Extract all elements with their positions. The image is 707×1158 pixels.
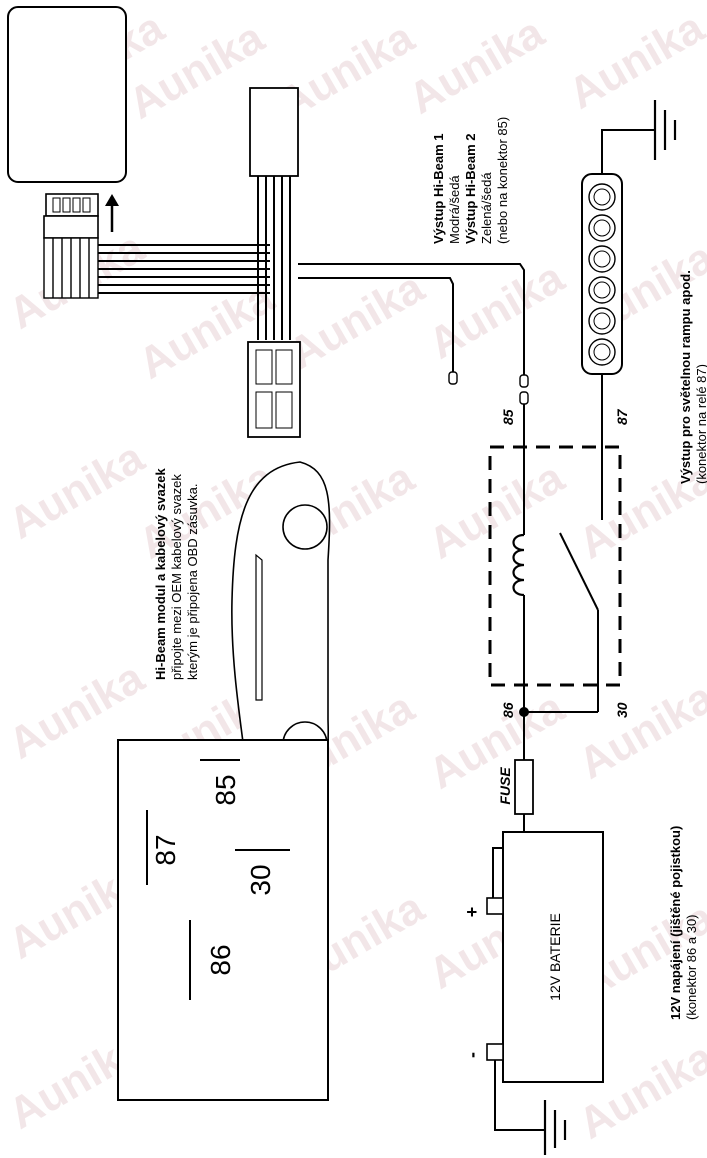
watermark: Aunika <box>561 3 707 119</box>
pinout-87: 87 <box>150 834 181 865</box>
light-output-note: (konektor na relé 87) <box>694 364 707 484</box>
watermark: Aunika <box>421 453 573 569</box>
hi-beam-output-wires <box>298 263 529 447</box>
battery: 12V BATERIE + - <box>462 831 604 1131</box>
ground-icon <box>601 100 677 174</box>
pinout-85: 85 <box>210 774 241 805</box>
relay-pin-87: 87 <box>614 408 630 425</box>
pinout-86: 86 <box>205 944 236 975</box>
power-title: 12V napájení (jištěné pojistkou) <box>668 826 683 1020</box>
hb2-title: Výstup Hi-Beam 2 <box>463 133 478 244</box>
module-desc-2: kterým je připojena OBD zásuvka. <box>185 483 200 680</box>
light-output-title: Výstup pro světelnou rampu apod. <box>678 270 693 484</box>
hi-beam-output-labels: Výstup Hi-Beam 1 Modrá/šedá Výstup Hi-Be… <box>431 117 510 244</box>
relay-coil <box>512 533 525 597</box>
relay-pin-85: 85 <box>500 409 516 425</box>
ground-icon <box>543 1100 567 1155</box>
battery-minus: - <box>462 1052 482 1058</box>
watermark: Aunika <box>1 433 153 549</box>
watermark: Aunika <box>401 8 553 124</box>
led-light-bar <box>581 173 623 375</box>
power-labels: 12V napájení (jištěné pojistkou) (konekt… <box>668 826 699 1020</box>
module-connector <box>43 193 99 299</box>
hb2-color: Zelená/šedá <box>479 172 494 244</box>
battery-label: 12V BATERIE <box>547 913 563 1001</box>
relay-schematic: 85 87 86 30 <box>488 374 630 760</box>
relay-pinout: 87 85 86 30 <box>117 739 329 1101</box>
module-title: Hi-Beam modul a kabelový svazek <box>153 468 168 680</box>
battery-plus: + <box>462 907 482 918</box>
watermark: Aunika <box>281 263 433 379</box>
hb1-color: Modrá/šedá <box>447 175 462 244</box>
pinout-30: 30 <box>245 864 276 895</box>
watermark: Aunika <box>571 673 707 789</box>
oem-connector-female <box>247 341 301 438</box>
module-description: Hi-Beam modul a kabelový svazek připojte… <box>153 468 200 680</box>
module-desc-1: připojte mezi OEM kabelový svazek <box>169 474 184 680</box>
hi-beam-module <box>7 6 127 299</box>
oem-connector-male <box>249 87 299 177</box>
hb2-note: (nebo na konektor 85) <box>495 117 510 244</box>
relay-pin-86: 86 <box>500 702 516 718</box>
power-note: (konektor 86 a 30) <box>684 914 699 1020</box>
fuse-label: FUSE <box>497 767 513 805</box>
relay-pin-30: 30 <box>614 702 630 718</box>
hb1-title: Výstup Hi-Beam 1 <box>431 133 446 244</box>
light-output-labels: Výstup pro světelnou rampu apod. (konekt… <box>678 270 707 484</box>
watermark: Aunika <box>421 253 573 369</box>
arrow-up-icon <box>105 194 119 232</box>
wire-harness <box>98 175 291 340</box>
